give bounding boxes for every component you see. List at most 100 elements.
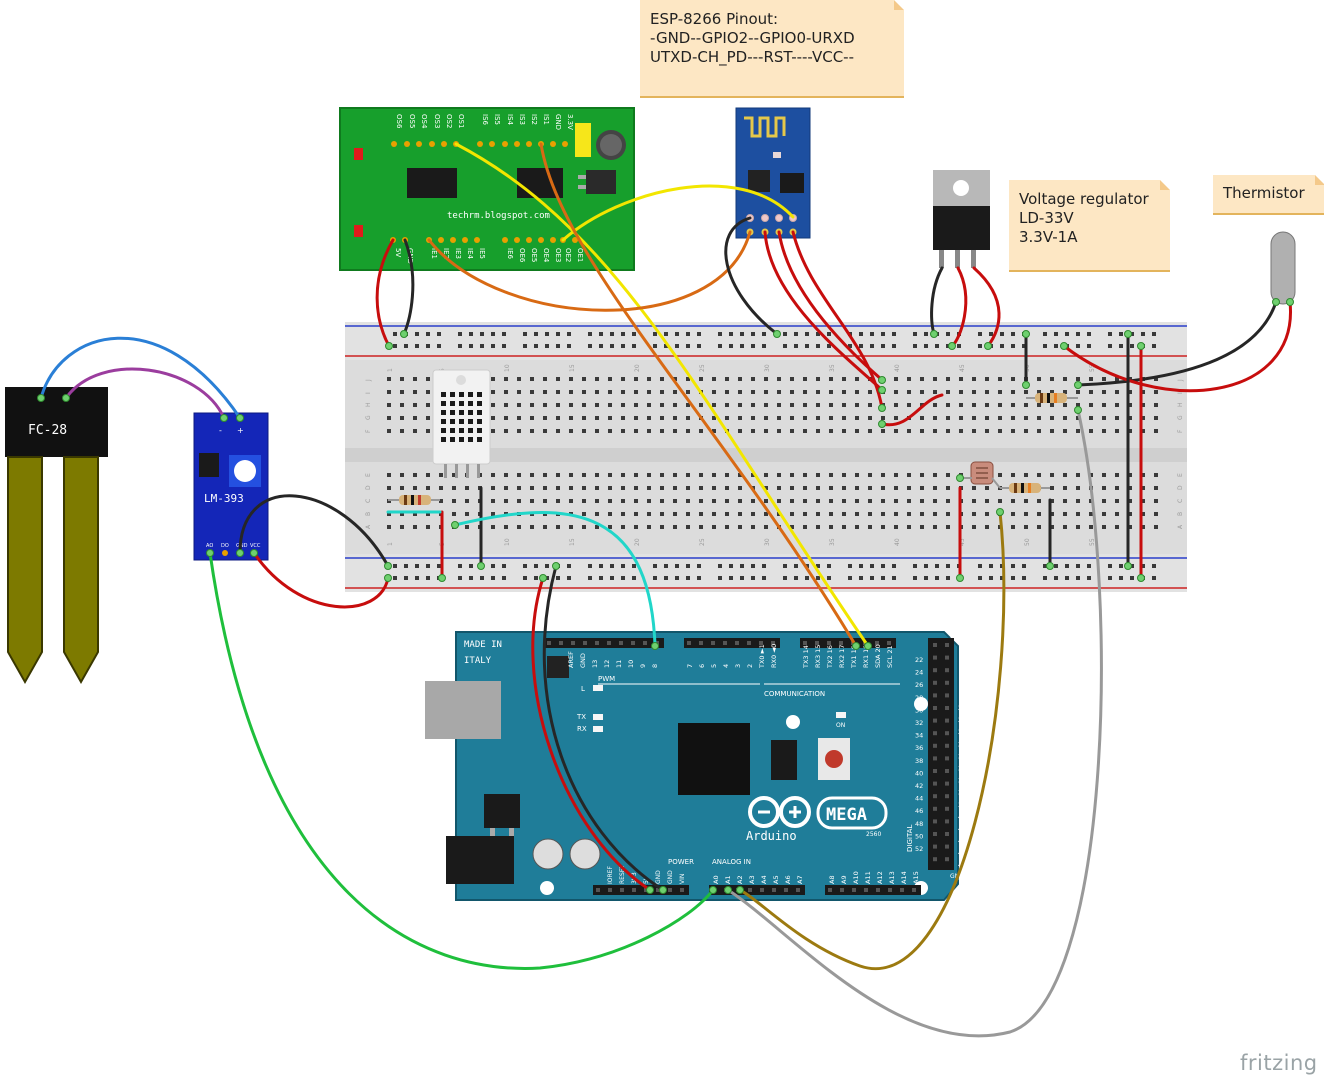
arduino-header-pwm-1-socket	[643, 641, 647, 645]
breadboard-rail-hole	[1130, 576, 1134, 580]
breadboard-rail-hole	[610, 332, 614, 336]
breadboard-rail-hole	[675, 332, 679, 336]
breadboard-rail-hole	[1043, 344, 1047, 348]
breadboard-hole	[842, 525, 846, 529]
arduino-header-pwm-2-socket	[723, 641, 727, 645]
arduino-pin-label: 2	[746, 664, 754, 668]
breadboard-hole	[387, 377, 391, 381]
breadboard-hole	[1037, 512, 1041, 516]
breadboard-hole	[491, 499, 495, 503]
breadboard-hole	[972, 403, 976, 407]
breadboard-hole	[712, 473, 716, 477]
arduino-header-digital-socket	[945, 857, 949, 862]
passive-components	[388, 393, 1078, 505]
breadboard-hole	[1076, 486, 1080, 490]
breadboard-rail-hole	[827, 332, 831, 336]
breadboard-hole	[1037, 390, 1041, 394]
dht-vent-hole	[450, 401, 455, 406]
breadboard-hole	[452, 486, 456, 490]
breadboard-rail-hole	[686, 332, 690, 336]
breadboard-rail-hole	[816, 344, 820, 348]
breadboard-hole	[491, 416, 495, 420]
wire-endpoint	[250, 549, 258, 557]
lcd-board-pin	[526, 141, 532, 147]
breadboard-rail-hole	[870, 332, 874, 336]
breadboard-rail-hole	[881, 344, 885, 348]
breadboard-hole	[1024, 429, 1028, 433]
breadboard-rail-hole	[848, 576, 852, 580]
breadboard-rail-hole	[978, 564, 982, 568]
breadboard-hole	[426, 416, 430, 420]
arduino-pin-label: 40	[915, 769, 923, 777]
dht-vent-hole	[450, 410, 455, 415]
breadboard-rail-hole	[989, 576, 993, 580]
dht-sensor	[432, 369, 491, 478]
breadboard-hole	[855, 486, 859, 490]
arduino-pin-label: 31	[958, 752, 966, 760]
breadboard-hole	[790, 377, 794, 381]
breadboard-hole	[764, 429, 768, 433]
breadboard-rail-hole	[621, 332, 625, 336]
arduino-pin-label: GND	[667, 870, 674, 884]
breadboard-rail-hole	[588, 332, 592, 336]
breadboard-hole	[686, 429, 690, 433]
lcd-board-bottom-pin-label: IE4	[466, 248, 474, 259]
breadboard-hole	[530, 429, 534, 433]
arduino-header-digital-socket	[945, 643, 949, 647]
breadboard-hole	[608, 486, 612, 490]
lcd-board-pin	[450, 237, 456, 243]
breadboard-hole	[1089, 473, 1093, 477]
breadboard-rail-hole	[1076, 332, 1080, 336]
breadboard-rail-hole	[1000, 576, 1004, 580]
breadboard-hole	[686, 473, 690, 477]
wire-endpoint	[451, 521, 459, 529]
arduino-header-digital-socket	[945, 743, 949, 748]
breadboard-rail-hole	[1054, 576, 1058, 580]
arduino-pin-label: 26	[915, 681, 923, 689]
breadboard-rail-hole	[751, 344, 755, 348]
wire-red-comparator	[252, 551, 390, 609]
arduino-pin-label: 44	[915, 795, 923, 803]
breadboard-rail-hole	[610, 564, 614, 568]
breadboard-hole	[1089, 416, 1093, 420]
arduino-header-digital-socket	[945, 655, 949, 660]
arduino-header-pwm-1-socket	[619, 641, 623, 645]
breadboard-hole	[543, 473, 547, 477]
lcd-board-top-pin-label: OS5	[408, 114, 416, 128]
esp8266-pin	[761, 214, 769, 222]
dht-vent-hole	[468, 428, 473, 433]
arduino-header-analog-2-socket	[900, 888, 904, 892]
arduino-header-analog-1-socket	[772, 888, 776, 892]
breadboard-hole	[1076, 512, 1080, 516]
breadboard-rail-hole	[697, 564, 701, 568]
breadboard-hole	[660, 390, 664, 394]
arduino-header-pwm-2-socket	[711, 641, 715, 645]
breadboard-rail-hole	[870, 344, 874, 348]
breadboard-hole	[790, 525, 794, 529]
breadboard-hole	[712, 486, 716, 490]
arduino-l-label: L	[581, 685, 585, 693]
breadboard-hole	[868, 525, 872, 529]
wire-blue-soil	[39, 336, 242, 420]
breadboard-rail-hole	[1054, 344, 1058, 348]
breadboard-rail-hole	[653, 564, 657, 568]
breadboard-hole	[1115, 512, 1119, 516]
dht-vent-hole	[468, 401, 473, 406]
lcd-board-bottom-pin-label: OE1	[576, 248, 584, 262]
breadboard-hole	[1102, 377, 1106, 381]
breadboard-hole	[829, 429, 833, 433]
breadboard-hole	[1037, 499, 1041, 503]
breadboard-rail-hole	[740, 576, 744, 580]
esp8266-module	[735, 107, 811, 239]
breadboard-hole	[543, 390, 547, 394]
breadboard-row-letter: H	[1177, 402, 1184, 407]
breadboard-hole	[530, 525, 534, 529]
breadboard-hole	[946, 377, 950, 381]
breadboard-rail-hole	[415, 576, 419, 580]
breadboard-rail-hole	[393, 344, 397, 348]
breadboard-hole	[946, 429, 950, 433]
breadboard-hole	[1154, 403, 1158, 407]
breadboard-rail-hole	[491, 332, 495, 336]
breadboard-hole	[400, 429, 404, 433]
breadboard-hole	[1063, 416, 1067, 420]
